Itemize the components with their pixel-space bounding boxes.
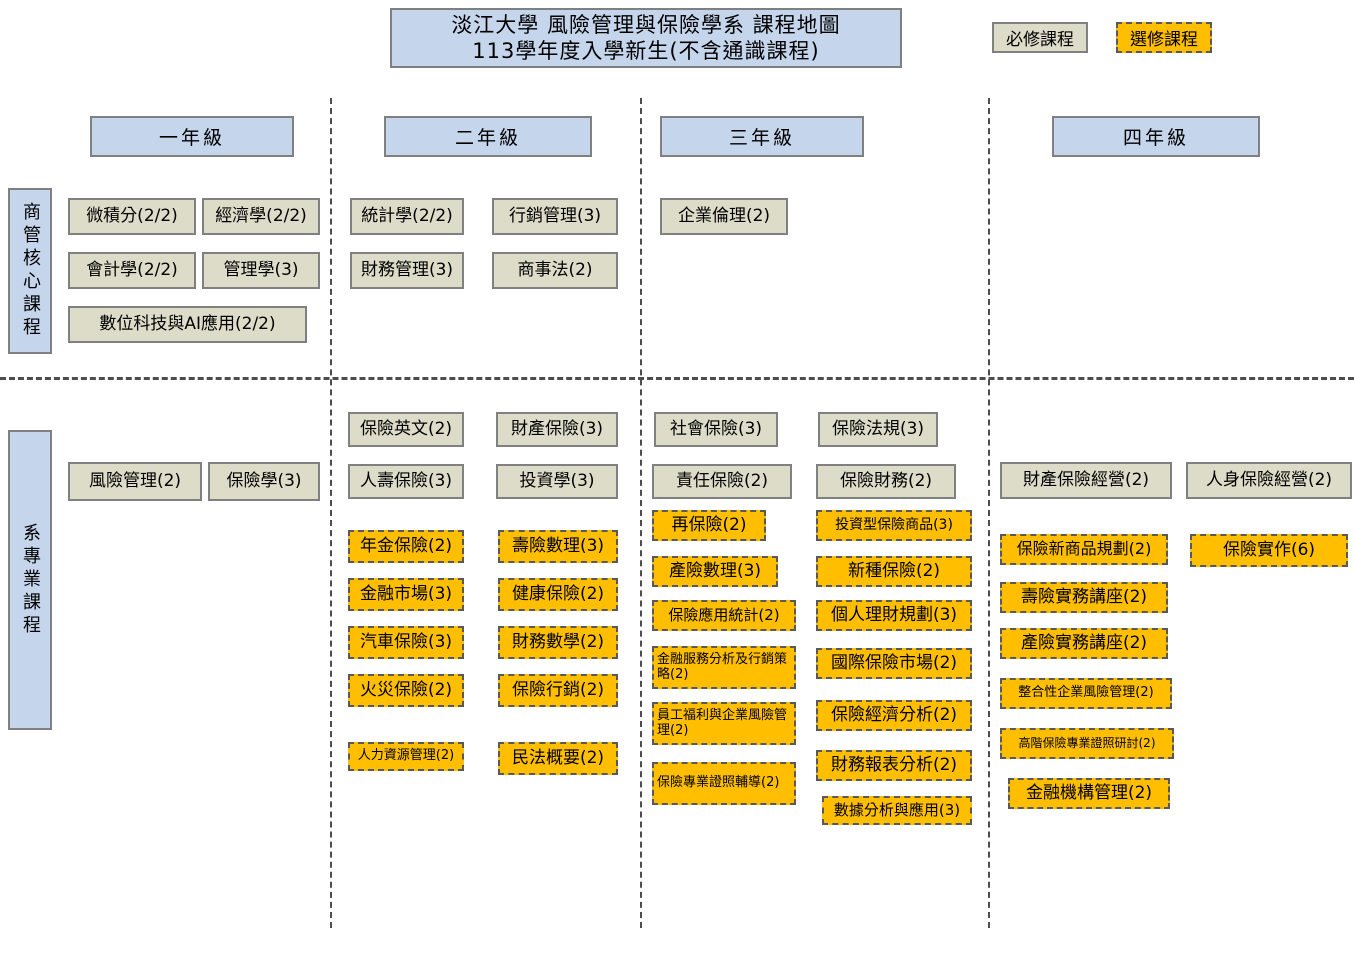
course-box[interactable]: 人身保險經營(2): [1186, 462, 1352, 499]
course-box[interactable]: 人力資源管理(2): [348, 742, 464, 771]
course-box[interactable]: 行銷管理(3): [492, 198, 618, 235]
course-box[interactable]: 微積分(2/2): [68, 198, 196, 235]
course-box[interactable]: 整合性企業風險管理(2): [1000, 678, 1172, 709]
course-box[interactable]: 投資型保險商品(3): [816, 510, 972, 541]
course-box[interactable]: 保險應用統計(2): [652, 600, 796, 631]
course-box[interactable]: 保險行銷(2): [498, 674, 618, 707]
year-header-2: 二年級: [384, 116, 592, 157]
course-box[interactable]: 個人理財規劃(3): [816, 600, 972, 631]
divider-year2-year3: [640, 98, 642, 928]
divider-core-major: [0, 377, 1354, 380]
course-box[interactable]: 火災保險(2): [348, 674, 464, 707]
course-box[interactable]: 產險數理(3): [652, 556, 778, 587]
row-label-core-courses: 商管核心課程: [8, 188, 52, 354]
course-box[interactable]: 數位科技與AI應用(2/2): [68, 306, 307, 343]
course-box[interactable]: 財務報表分析(2): [816, 750, 972, 781]
course-box[interactable]: 數據分析與應用(3): [822, 796, 972, 825]
year-header-4: 四年級: [1052, 116, 1260, 157]
course-box[interactable]: 企業倫理(2): [660, 198, 788, 235]
course-box[interactable]: 汽車保險(3): [348, 626, 464, 659]
course-box[interactable]: 財產保險(3): [496, 412, 618, 447]
course-box[interactable]: 保險專業證照輔導(2): [652, 762, 796, 805]
course-box[interactable]: 壽險實務講座(2): [1000, 582, 1168, 613]
course-box[interactable]: 金融市場(3): [348, 578, 464, 611]
course-box[interactable]: 金融服務分析及行銷策略(2): [652, 646, 796, 689]
course-box[interactable]: 社會保險(3): [654, 412, 778, 447]
legend-required-course: 必修課程: [992, 22, 1088, 53]
course-box[interactable]: 新種保險(2): [816, 556, 972, 587]
page-title: 淡江大學 風險管理與保險學系 課程地圖 113學年度入學新生(不含通識課程): [390, 8, 902, 68]
course-box[interactable]: 保險法規(3): [818, 412, 938, 447]
course-box[interactable]: 商事法(2): [492, 252, 618, 289]
course-box[interactable]: 人壽保險(3): [348, 464, 464, 499]
course-box[interactable]: 高階保險專業證照研討(2): [1000, 728, 1174, 759]
divider-year1-year2: [330, 98, 332, 928]
course-box[interactable]: 員工福利與企業風險管理(2): [652, 702, 796, 745]
course-box[interactable]: 投資學(3): [496, 464, 618, 499]
course-box[interactable]: 再保險(2): [652, 510, 766, 541]
course-box[interactable]: 保險學(3): [208, 462, 320, 501]
course-box[interactable]: 責任保險(2): [652, 464, 792, 499]
course-box[interactable]: 民法概要(2): [498, 742, 618, 775]
course-box[interactable]: 年金保險(2): [348, 530, 464, 563]
course-box[interactable]: 財務數學(2): [498, 626, 618, 659]
course-box[interactable]: 金融機構管理(2): [1008, 778, 1170, 809]
course-box[interactable]: 保險經濟分析(2): [816, 700, 972, 731]
course-box[interactable]: 國際保險市場(2): [816, 648, 972, 679]
course-box[interactable]: 風險管理(2): [68, 462, 202, 501]
course-box[interactable]: 會計學(2/2): [68, 252, 196, 289]
year-header-3: 三年級: [660, 116, 864, 157]
course-box[interactable]: 經濟學(2/2): [202, 198, 320, 235]
course-box[interactable]: 保險財務(2): [816, 464, 956, 499]
year-header-1: 一年級: [90, 116, 294, 157]
divider-year3-year4: [988, 98, 990, 928]
course-box[interactable]: 統計學(2/2): [350, 198, 464, 235]
course-box[interactable]: 健康保險(2): [498, 578, 618, 611]
course-box[interactable]: 保險英文(2): [348, 412, 464, 447]
course-box[interactable]: 保險新商品規劃(2): [1000, 534, 1168, 565]
legend: 必修課程 選修課程: [992, 22, 1212, 53]
course-box[interactable]: 管理學(3): [202, 252, 320, 289]
title-line-2: 113學年度入學新生(不含通識課程): [472, 39, 820, 63]
course-box[interactable]: 財產保險經營(2): [1000, 462, 1172, 499]
course-box[interactable]: 財務管理(3): [350, 252, 464, 289]
course-box[interactable]: 保險實作(6): [1190, 534, 1348, 567]
title-line-1: 淡江大學 風險管理與保險學系 課程地圖: [451, 12, 841, 37]
row-label-major-courses: 系專業課程: [8, 430, 52, 730]
course-box[interactable]: 壽險數理(3): [498, 530, 618, 563]
course-box[interactable]: 產險實務講座(2): [1000, 628, 1168, 659]
legend-elective-course: 選修課程: [1116, 22, 1212, 53]
